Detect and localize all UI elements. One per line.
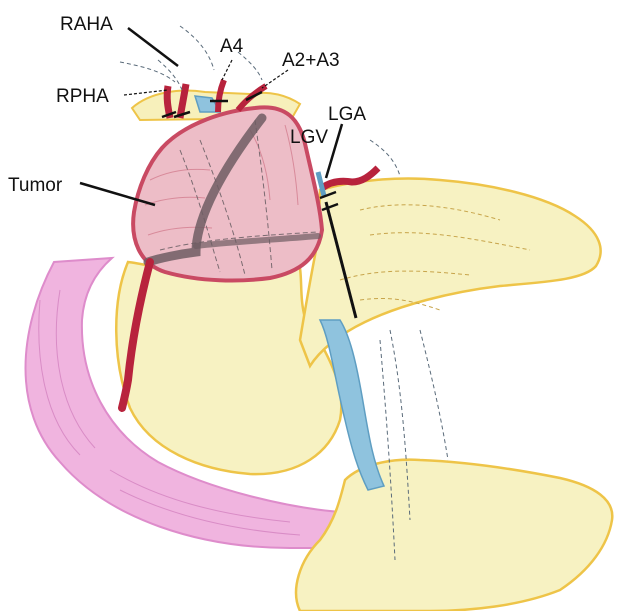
label-tumor: Tumor	[8, 175, 63, 196]
label-rpha: RPHA	[56, 86, 109, 107]
label-lga: LGA	[328, 104, 366, 125]
mesentery-lower	[296, 460, 612, 611]
label-a2a3: A2+A3	[282, 50, 340, 71]
label-lgv: LGV	[290, 127, 328, 148]
label-raha: RAHA	[60, 14, 113, 35]
label-a4: A4	[220, 36, 244, 57]
